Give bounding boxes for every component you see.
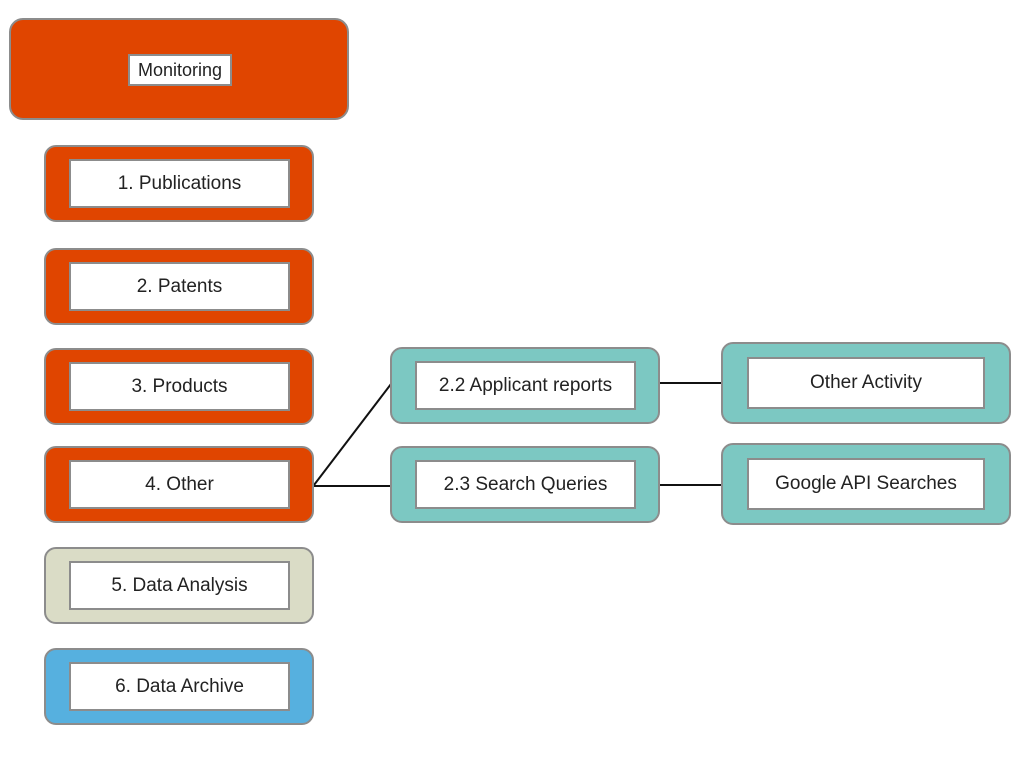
node-products[interactable]: 3. Products [44, 348, 314, 425]
node-patents-label: 2. Patents [69, 262, 290, 311]
node-google-api-searches[interactable]: Google API Searches [721, 443, 1011, 525]
node-data-archive-label: 6. Data Archive [69, 662, 290, 711]
node-other-label: 4. Other [69, 460, 290, 509]
connector-other-to-applicant [313, 383, 392, 486]
node-applicant-reports-label: 2.2 Applicant reports [415, 361, 636, 410]
node-products-label: 3. Products [69, 362, 290, 411]
node-other-activity-label: Other Activity [747, 357, 985, 409]
node-monitoring-label: Monitoring [128, 54, 232, 86]
node-publications-label: 1. Publications [69, 159, 290, 208]
node-other[interactable]: 4. Other [44, 446, 314, 523]
node-publications[interactable]: 1. Publications [44, 145, 314, 222]
node-monitoring[interactable]: Monitoring [9, 18, 349, 120]
node-search-queries-label: 2.3 Search Queries [415, 460, 636, 509]
node-data-analysis-label: 5. Data Analysis [69, 561, 290, 610]
node-other-activity[interactable]: Other Activity [721, 342, 1011, 424]
node-patents[interactable]: 2. Patents [44, 248, 314, 325]
node-data-analysis[interactable]: 5. Data Analysis [44, 547, 314, 624]
node-google-api-searches-label: Google API Searches [747, 458, 985, 510]
node-applicant-reports[interactable]: 2.2 Applicant reports [390, 347, 660, 424]
node-data-archive[interactable]: 6. Data Archive [44, 648, 314, 725]
node-search-queries[interactable]: 2.3 Search Queries [390, 446, 660, 523]
